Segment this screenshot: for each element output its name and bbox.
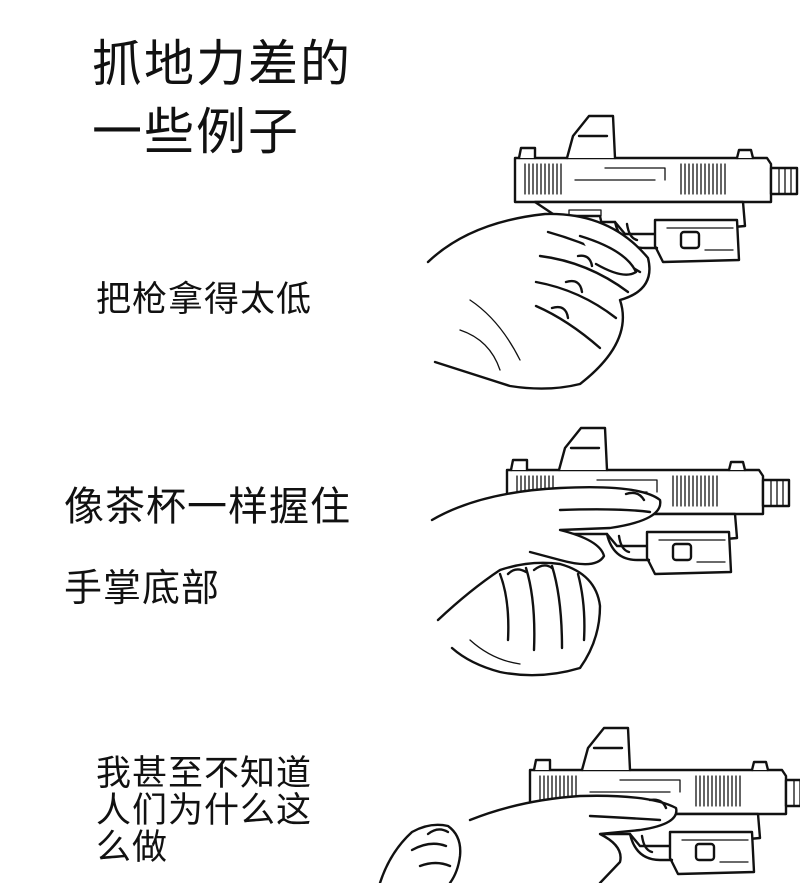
example2-caption-line1: 像茶杯一样握住 (64, 484, 351, 530)
example1-illustration (426, 114, 799, 390)
page-title: 抓地力差的 一些例子 (92, 35, 352, 161)
example3-caption: 我甚至不知道 人们为什么这 么做 (96, 754, 313, 868)
example1-caption: 把枪拿得太低 (96, 280, 313, 320)
example2-illustration (430, 426, 791, 677)
example3-illustration (378, 726, 800, 883)
example2-caption-line2: 手掌底部 (64, 566, 221, 610)
